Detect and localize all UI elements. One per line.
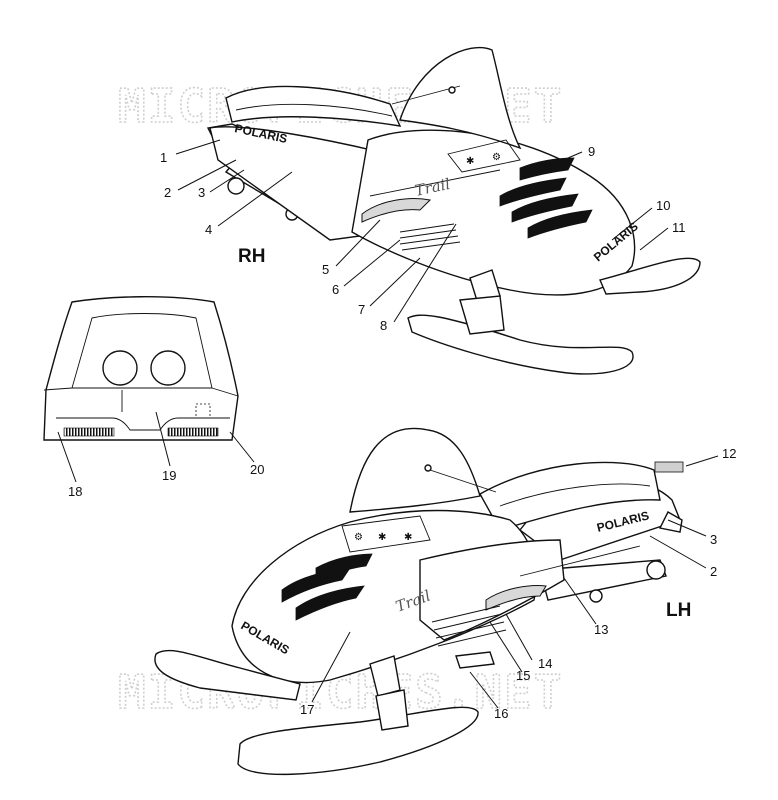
rear-bumper-lh	[658, 511, 683, 533]
side-vent-decal	[399, 223, 461, 251]
console-lower-edge	[56, 417, 230, 431]
track-wheel-rear	[227, 177, 245, 195]
rh-callout-labels: 1 2 3 4 5 6 7 8 9 10 11	[160, 144, 686, 333]
callout-12: 12	[722, 446, 736, 461]
console-icon-a: ✱	[466, 156, 474, 167]
callout-10: 10	[656, 198, 670, 213]
ski-leg-lh	[375, 689, 409, 731]
seat-lh	[479, 461, 661, 531]
lh-leader-lines	[311, 455, 719, 709]
side-stripe-lh	[519, 545, 641, 577]
callout-3-lh: 3	[710, 532, 717, 547]
console-leader-lines	[57, 411, 255, 483]
callout-11: 11	[672, 220, 686, 235]
seat-seam-lh	[499, 483, 651, 507]
callout-18: 18	[68, 484, 82, 499]
callout-9: 9	[588, 144, 595, 159]
console-icon-lh-b: ✱	[378, 532, 386, 543]
handlebar-grip	[448, 86, 456, 94]
callout-8: 8	[380, 318, 387, 333]
console-edge	[43, 387, 239, 397]
view-label-rh: RH	[238, 246, 265, 267]
snowmobile-rh-view: ✱ ⚙ Trail POLARIS POLARIS	[206, 46, 701, 375]
gauge-left	[102, 350, 138, 386]
console-icon-b: ⚙	[492, 152, 501, 163]
seat-seam	[235, 103, 393, 117]
side-swirl-decal-lh	[485, 585, 547, 611]
rh-leader-lines	[175, 139, 669, 323]
track-wheel-lh-a	[589, 589, 603, 603]
seat	[225, 85, 402, 127]
console-housing	[43, 296, 239, 441]
callout-5: 5	[322, 262, 329, 277]
snowmobile-lh-view: ⚙ ✱ ✱ Trail POLARIS POLARIS	[154, 427, 683, 776]
callout-2-rh: 2	[164, 185, 171, 200]
console-inner	[71, 313, 213, 389]
windshield	[399, 46, 522, 150]
ski-left-rh	[407, 314, 634, 375]
view-label-lh: LH	[666, 600, 691, 621]
callout-7: 7	[358, 302, 365, 317]
handlebar-grip-lh	[424, 464, 432, 472]
callout-2-lh: 2	[710, 564, 717, 579]
callout-20: 20	[250, 462, 264, 477]
callout-16: 16	[494, 706, 508, 721]
gauge-right	[150, 350, 186, 386]
ski-spindle-lh	[369, 655, 401, 697]
windshield-lh	[349, 427, 481, 513]
side-vent-decal-lh	[431, 605, 507, 647]
ski-right-lh	[237, 706, 479, 776]
decal-12-sticker	[654, 461, 684, 473]
hood-stripes-decal	[499, 157, 593, 239]
handlebar-lh	[429, 469, 497, 493]
callout-1: 1	[160, 150, 167, 165]
callout-3-rh: 3	[198, 185, 205, 200]
callout-6: 6	[332, 282, 339, 297]
console-detail	[43, 296, 239, 441]
ski-left-lh	[154, 649, 301, 701]
callout-13: 13	[594, 622, 608, 637]
side-stripe	[369, 169, 501, 197]
console-panel-lh	[341, 515, 431, 553]
callout-15: 15	[516, 668, 530, 683]
hood-stripes-decal-lh	[281, 553, 373, 621]
suspension-decal-lh	[455, 651, 495, 669]
side-swirl-decal	[361, 198, 432, 223]
console-panel	[447, 139, 521, 173]
console-decal-left	[63, 427, 115, 437]
lh-callout-labels: 12 3 2 13 14 15 16 17	[300, 446, 736, 721]
callout-14: 14	[538, 656, 552, 671]
console-decal-right	[167, 427, 219, 437]
ski-right-rh	[599, 257, 701, 295]
ski-leg-rh	[459, 295, 505, 335]
callout-19: 19	[162, 468, 176, 483]
track-wheel-lh-b	[646, 560, 666, 580]
console-icon-lh-a: ⚙	[354, 532, 363, 543]
console-icon-lh-c: ✱	[404, 532, 412, 543]
callout-4: 4	[205, 222, 212, 237]
callout-17: 17	[300, 702, 314, 717]
console-placeholder	[195, 403, 211, 419]
